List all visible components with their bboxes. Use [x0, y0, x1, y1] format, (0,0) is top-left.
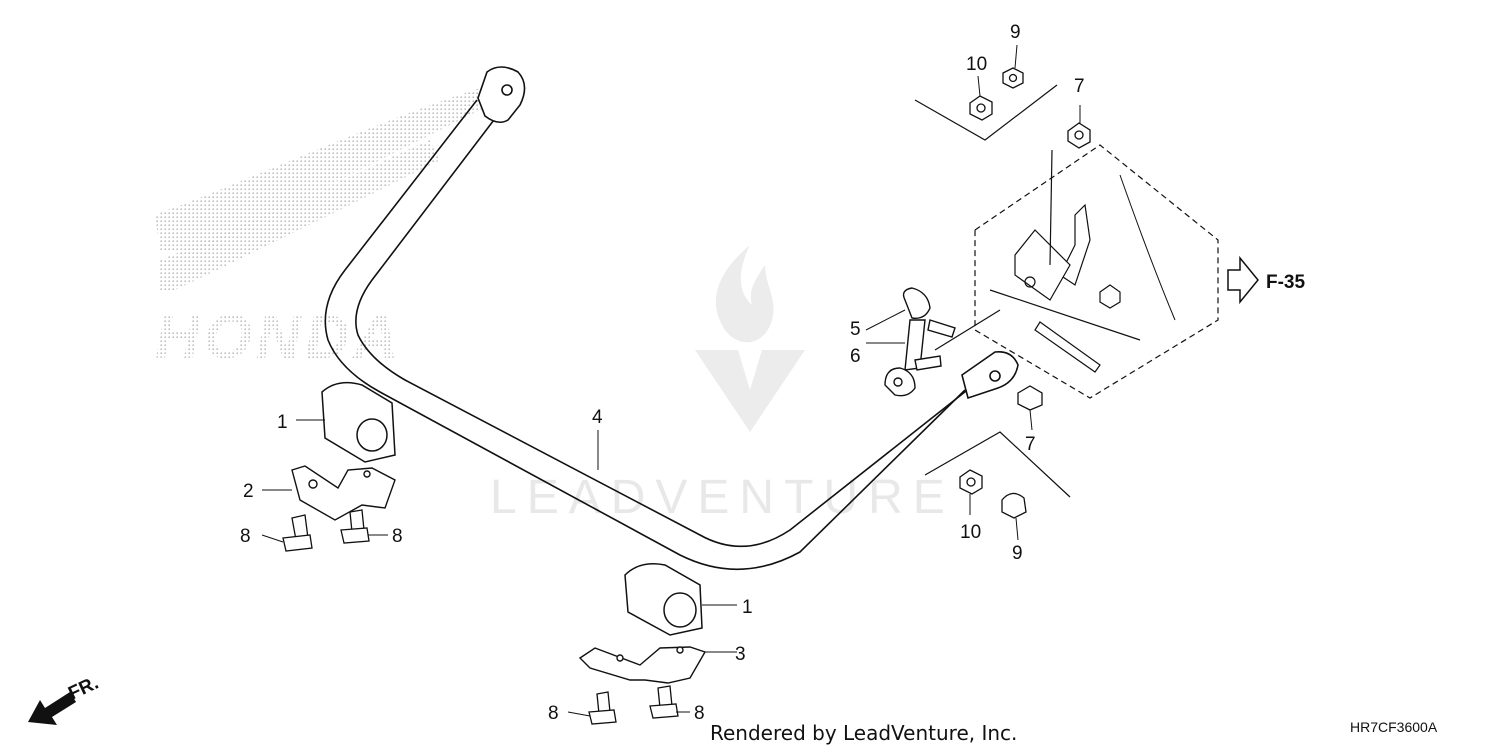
stabilizer-bar [324, 66, 1019, 571]
leader-lines [261, 44, 1081, 717]
callout-bolt-8[interactable]: 8 [694, 703, 705, 724]
bushing-lower [624, 563, 703, 636]
callout-nut-9[interactable]: 9 [1010, 22, 1021, 43]
frame-reference-view [974, 144, 1219, 399]
callout-bushing[interactable]: 1 [742, 597, 753, 618]
honda-wing-watermark: HONDA [155, 88, 500, 372]
leadventure-wordmark: LEADVENTURE [490, 471, 955, 524]
guide-lines [914, 84, 1071, 498]
callout-nut-10[interactable]: 10 [966, 54, 987, 75]
callout-link-6[interactable]: 6 [850, 346, 861, 367]
stabilizer-link [884, 287, 956, 397]
callout-link-5[interactable]: 5 [850, 319, 861, 340]
front-arrow-icon [28, 692, 76, 725]
callout-bushing[interactable]: 1 [277, 412, 288, 433]
callout-nut-7[interactable]: 7 [1074, 76, 1085, 97]
front-direction-indicator: FR. [28, 673, 102, 725]
section-arrow-icon [1227, 255, 1259, 305]
callout-bolt-8[interactable]: 8 [392, 526, 403, 547]
bushing-upper [321, 381, 396, 463]
bolt-icon [282, 509, 679, 725]
honda-logo-watermark: HONDA [155, 303, 402, 372]
diagram-code: HR7CF3600A [1350, 719, 1438, 735]
callout-stabilizer-bar[interactable]: 4 [592, 407, 603, 428]
callout-bolt-8[interactable]: 8 [548, 703, 559, 724]
callout-bolt-8[interactable]: 8 [240, 526, 251, 547]
callout-nut-10[interactable]: 10 [960, 522, 981, 543]
callout-holder-right[interactable]: 3 [735, 644, 746, 665]
section-reference[interactable]: F-35 [1266, 272, 1306, 293]
callout-nut-7[interactable]: 7 [1025, 434, 1036, 455]
callout-holder-left[interactable]: 2 [243, 481, 254, 502]
holder-right [578, 646, 707, 684]
leadventure-watermark: LEADVENTURE [490, 245, 955, 524]
callout-nut-9[interactable]: 9 [1012, 543, 1023, 564]
render-credit: Rendered by LeadVenture, Inc. [710, 721, 1017, 745]
holder-left [291, 465, 396, 521]
